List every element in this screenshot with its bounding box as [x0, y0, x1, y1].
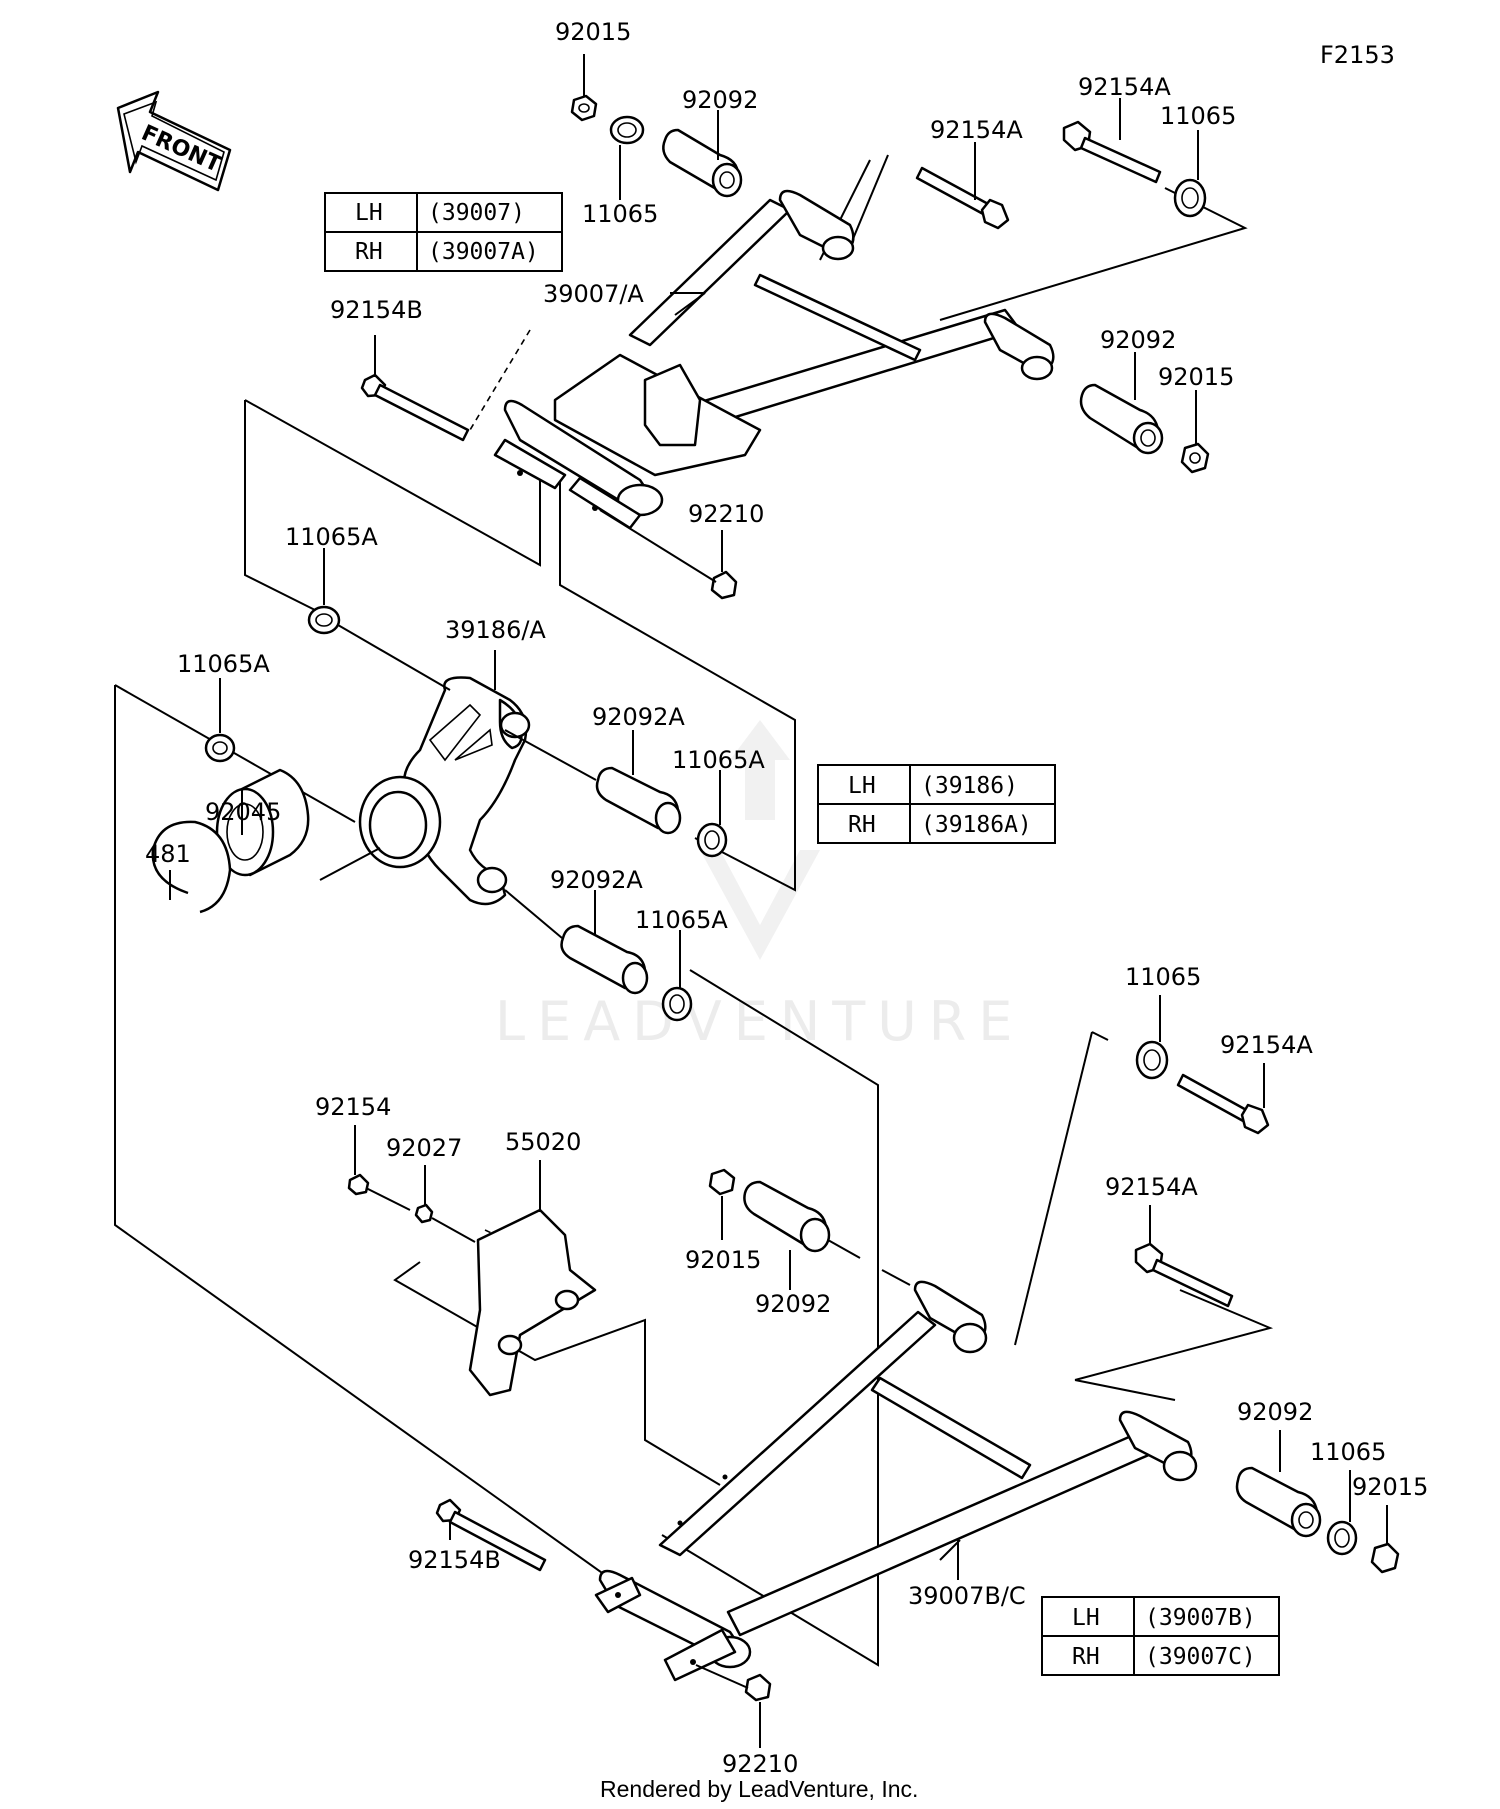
table-lower-side-lh: LH [1072, 1605, 1100, 1631]
label-11065-lower-right: 11065 [1310, 1438, 1386, 1466]
bushing-92092-lower [743, 1180, 911, 1286]
bushing-92092-lower-right [1235, 1466, 1322, 1538]
label-55020: 55020 [505, 1128, 581, 1156]
bushing-92092A-2 [560, 924, 649, 995]
label-92015-lower: 92015 [685, 1246, 761, 1274]
bushing-92092-top [662, 128, 743, 198]
label-92015-top: 92015 [555, 18, 631, 46]
label-11065A-4: 11065A [635, 906, 728, 934]
guard-55020 [468, 1208, 597, 1397]
table-upper-side-lh: LH [355, 200, 383, 226]
label-11065A-3: 11065A [672, 746, 765, 774]
bearing-92045 [215, 768, 310, 877]
table-knuckle: LH (39186) RH (39186A) [817, 764, 1056, 844]
bolt-92154A-top-mid [915, 166, 1010, 230]
credit-text: Rendered by LeadVenture, Inc. [600, 1776, 918, 1802]
nut-92015-lower [708, 1168, 736, 1196]
washer-11065A-4 [661, 986, 693, 1022]
label-92154A-top-mid: 92154A [930, 116, 1023, 144]
watermark-text: LEADVENTURE [495, 990, 1024, 1053]
washer-11065-lower-right [1326, 1520, 1358, 1556]
nut-92015-right [1180, 442, 1210, 474]
washer-11065A-1 [307, 605, 341, 635]
bushing-92092-right [1079, 383, 1164, 455]
label-92210-top: 92210 [688, 500, 764, 528]
table-upper-part-lh: (39007) [428, 200, 525, 226]
bolt-92154A-top-right [1062, 120, 1162, 184]
bolt-92154B-top [360, 373, 470, 442]
label-92092A-2: 92092A [550, 866, 643, 894]
front-arrow-icon: FRONT [116, 90, 232, 192]
label-39007A: 39007/A [543, 280, 644, 308]
figure-code: F2153 [1320, 41, 1395, 69]
label-92210-bottom: 92210 [722, 1750, 798, 1778]
bolt-92154 [347, 1173, 411, 1211]
watermark: LEADVENTURE [495, 720, 1024, 1053]
part-labels: 92015 11065 92092 92154A 92154A 11065 39… [145, 18, 1428, 1778]
washer-11065-top-right [1173, 178, 1207, 218]
table-lower-arm: LH (39007B) RH (39007C) [1041, 1596, 1280, 1676]
label-92154: 92154 [315, 1093, 391, 1121]
nut-92015-lower-right [1370, 1542, 1400, 1574]
washer-11065A-2 [204, 733, 236, 763]
knuckle-39186 [358, 676, 531, 906]
washer-11065-lower [1135, 1040, 1169, 1080]
label-92154A-lower-1: 92154A [1220, 1031, 1313, 1059]
lower-a-arm [594, 1280, 1198, 1682]
label-92015-right: 92015 [1158, 363, 1234, 391]
label-92092A-1: 92092A [592, 703, 685, 731]
table-knuckle-side-lh: LH [848, 773, 876, 799]
bolt-92154B-lower [435, 1498, 547, 1572]
bolt-92154A-lower-2 [1134, 1242, 1234, 1308]
label-11065A-1: 11065A [285, 523, 378, 551]
label-92015-lower-right: 92015 [1352, 1473, 1428, 1501]
label-92154B-lower: 92154B [408, 1546, 501, 1574]
label-92154B-top: 92154B [330, 296, 423, 324]
nut-92210-top [599, 509, 738, 600]
label-92154A-lower-2: 92154A [1105, 1173, 1198, 1201]
upper-a-arm [493, 189, 1055, 530]
table-knuckle-part-lh: (39186) [921, 773, 1018, 799]
table-upper-part-rh: (39007A) [428, 239, 539, 265]
table-knuckle-side-rh: RH [848, 812, 876, 838]
label-92092-lower-right: 92092 [1237, 1398, 1313, 1426]
label-11065-top-right: 11065 [1160, 102, 1236, 130]
label-39186A: 39186/A [445, 616, 546, 644]
label-481: 481 [145, 840, 191, 868]
nut-92027 [414, 1203, 476, 1243]
label-11065A-2: 11065A [177, 650, 270, 678]
label-39007BC: 39007B/C [908, 1582, 1026, 1610]
label-92092-top: 92092 [682, 86, 758, 114]
table-upper-side-rh: RH [355, 239, 383, 265]
nut-92015-top [570, 94, 598, 122]
label-92027: 92027 [386, 1134, 462, 1162]
washer-11065A-3 [696, 822, 728, 858]
knuckle-axis-lines [319, 624, 597, 939]
bushing-92092A-1 [595, 766, 682, 835]
label-11065-lower: 11065 [1125, 963, 1201, 991]
label-92154A-top-right: 92154A [1078, 73, 1171, 101]
table-lower-part-lh: (39007B) [1145, 1605, 1256, 1631]
nut-92210-bottom [695, 1664, 772, 1702]
bolt-92154A-lower-1 [1176, 1073, 1270, 1135]
label-92092-lower: 92092 [755, 1290, 831, 1318]
table-lower-side-rh: RH [1072, 1644, 1100, 1670]
table-knuckle-part-rh: (39186A) [921, 812, 1032, 838]
table-upper-arm: LH (39007) RH (39007A) [324, 192, 563, 272]
label-92045: 92045 [205, 798, 281, 826]
label-92092-right: 92092 [1100, 326, 1176, 354]
leader-lines [169, 54, 1388, 1748]
table-lower-part-rh: (39007C) [1145, 1644, 1256, 1670]
washer-11065-top [609, 115, 645, 145]
label-11065-top: 11065 [582, 200, 658, 228]
circlip-481 [151, 820, 232, 914]
